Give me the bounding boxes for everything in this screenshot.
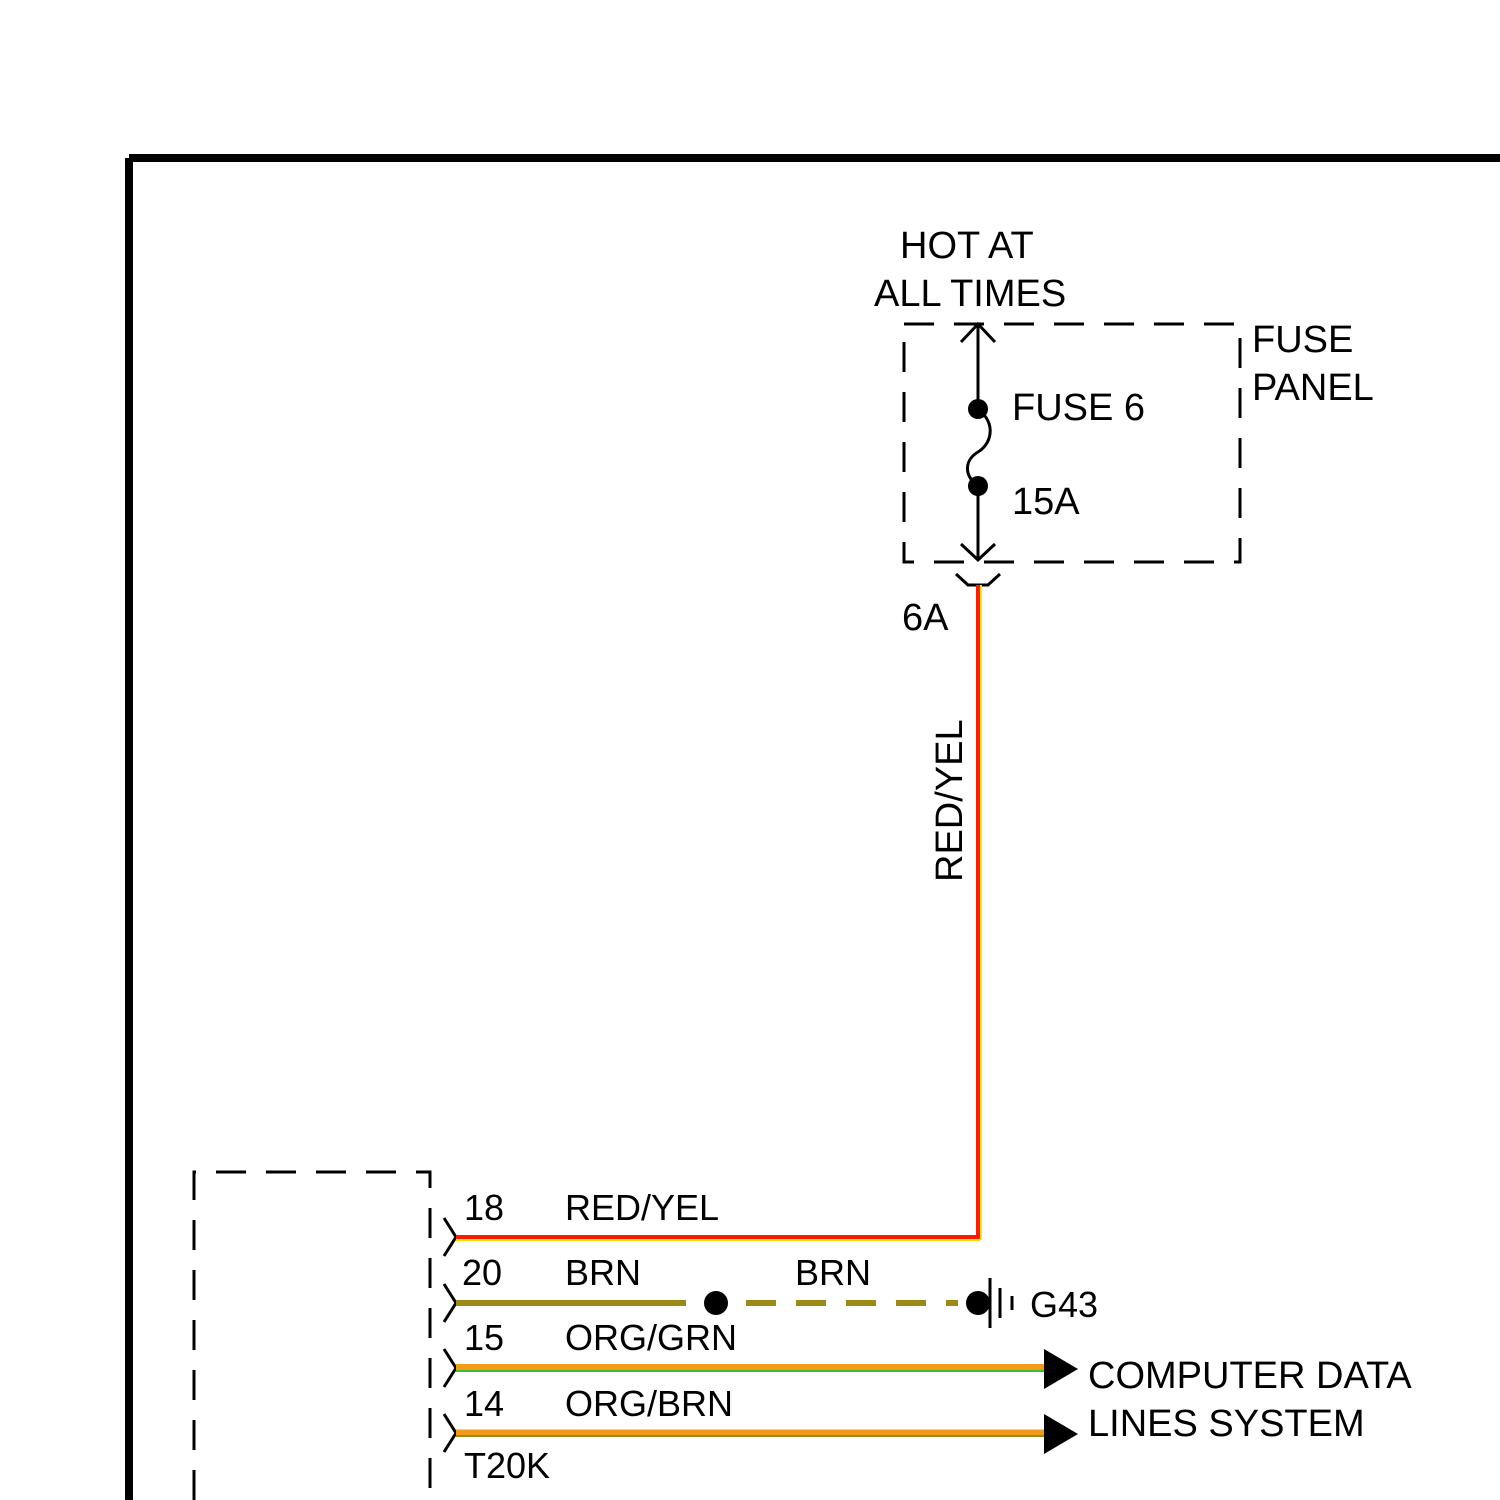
wire-pin-18-red-yel <box>456 1237 980 1240</box>
pin-14-color: ORG/BRN <box>565 1383 733 1424</box>
destination-line2: LINES SYSTEM <box>1088 1403 1365 1445</box>
ground-name: G43 <box>1030 1284 1098 1325</box>
destination-line1: COMPUTER DATA <box>1088 1355 1412 1397</box>
wire-pin-15-org-grn <box>456 1349 1078 1389</box>
pin-18-number: 18 <box>464 1187 504 1228</box>
fuse-panel-box <box>904 324 1240 562</box>
connector-t20k-pins <box>444 1218 456 1452</box>
fuse-name-label: FUSE 6 <box>1012 387 1145 429</box>
vertical-wire-color-label: RED/YEL <box>929 719 971 882</box>
component-box <box>194 1172 430 1500</box>
pin-15-number: 15 <box>464 1317 504 1358</box>
fuse-panel-label-line1: FUSE <box>1252 319 1353 361</box>
fuse-6-symbol <box>956 324 1000 585</box>
pin-18-color: RED/YEL <box>565 1187 719 1228</box>
wire-pin-20-brn <box>456 1291 990 1315</box>
ground-wire-color: BRN <box>795 1252 871 1293</box>
ground-symbol <box>990 1278 1012 1328</box>
fuse-panel-label-line2: PANEL <box>1252 367 1374 409</box>
pin-15-color: ORG/GRN <box>565 1317 737 1358</box>
hot-label-line2: ALL TIMES <box>874 273 1066 315</box>
fuse-rating-label: 15A <box>1012 481 1080 523</box>
terminal-6a-label: 6A <box>902 597 949 639</box>
pin-14-number: 14 <box>464 1383 504 1424</box>
pin-20-color: BRN <box>565 1252 641 1293</box>
wire-red-yel-vertical <box>978 585 981 1240</box>
hot-label-line1: HOT AT <box>900 225 1034 267</box>
pin-20-number: 20 <box>462 1252 502 1293</box>
connector-name: T20K <box>464 1445 550 1486</box>
